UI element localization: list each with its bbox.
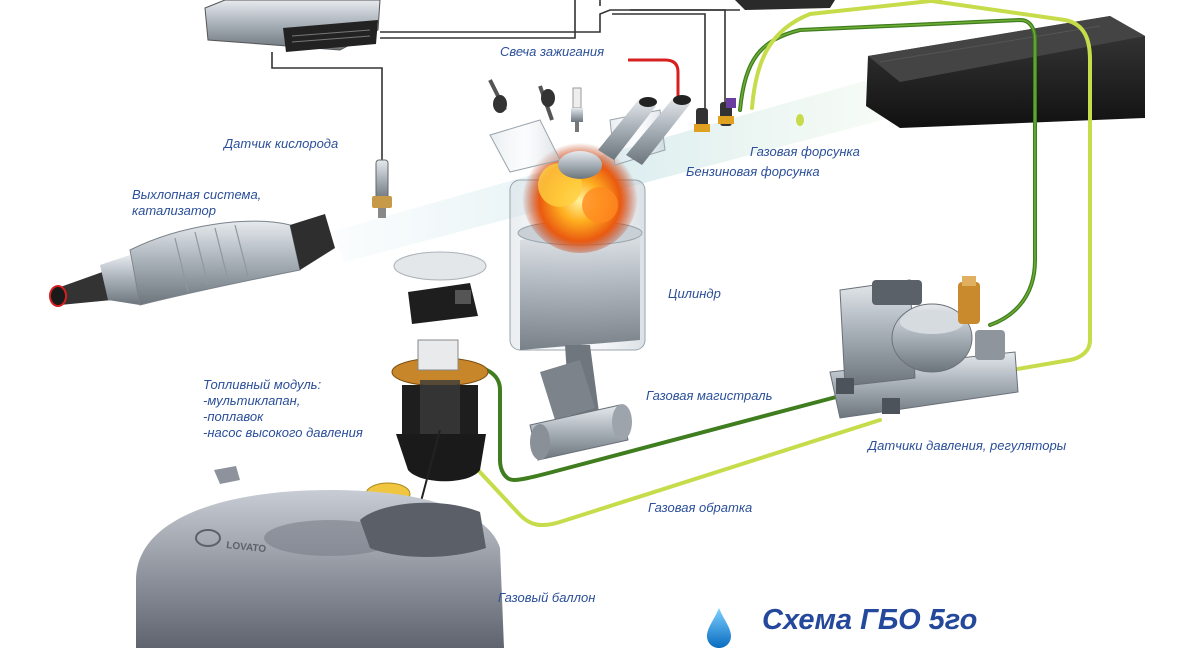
petrol-injector-label: Бензиновая форсунка	[686, 164, 820, 179]
lpg-ecu-icon	[866, 16, 1145, 128]
connector-box-icon	[735, 0, 835, 10]
cylinder-icon	[488, 79, 691, 351]
gas-tank-icon: LOVATO	[136, 466, 504, 648]
spark-plug-icon	[571, 87, 583, 132]
water-drop-icon	[707, 608, 731, 648]
ecu-wires	[271, 0, 740, 160]
ecu-icon	[204, 0, 381, 52]
diagram-title: Схема ГБО 5го	[762, 604, 978, 636]
oxygen-sensor-icon	[372, 159, 392, 218]
cylinder-label: Цилиндр	[668, 286, 721, 301]
crankshaft-icon	[529, 345, 632, 461]
gas-lines	[448, 0, 1092, 528]
svg-text:LOVATO: LOVATO	[226, 540, 267, 555]
pressure-sensors-label: Датчики давления, регуляторы	[868, 438, 1067, 453]
gas-line-label: Газовая магистраль	[646, 388, 773, 403]
pressure-regulator-icon	[829, 276, 1019, 419]
fuel-module-line1: Топливный модуль:	[203, 377, 322, 392]
injector-icon	[694, 98, 804, 132]
exhaust-label-line2: катализатор	[132, 203, 216, 218]
oxygen-sensor-label: Датчик кислорода	[224, 136, 339, 151]
exhaust-label-line1: Выхлопная система,	[132, 187, 262, 202]
filter-disc-icon	[393, 251, 487, 281]
spark-plug-wire	[628, 58, 680, 96]
fuel-module-line2: -мультиклапан,	[203, 393, 301, 408]
catalyst-icon	[49, 214, 335, 307]
spark-plug-label: Свеча зажигания	[500, 44, 605, 59]
fuel-module-line4: -насос высокого давления	[203, 425, 363, 440]
gas-injector-label: Газовая форсунка	[750, 144, 860, 159]
gas-return-label: Газовая обратка	[648, 500, 753, 515]
map-sensor-icon	[408, 283, 478, 324]
fuel-module-line3: -поплавок	[203, 409, 264, 424]
fuel-module-label: Топливный модуль: -мультиклапан, -поплав…	[203, 377, 363, 441]
fuel-module-icon	[365, 339, 489, 506]
exhaust-label: Выхлопная система, катализатор	[132, 187, 261, 219]
gas-tank-label: Газовый баллон	[498, 590, 596, 605]
